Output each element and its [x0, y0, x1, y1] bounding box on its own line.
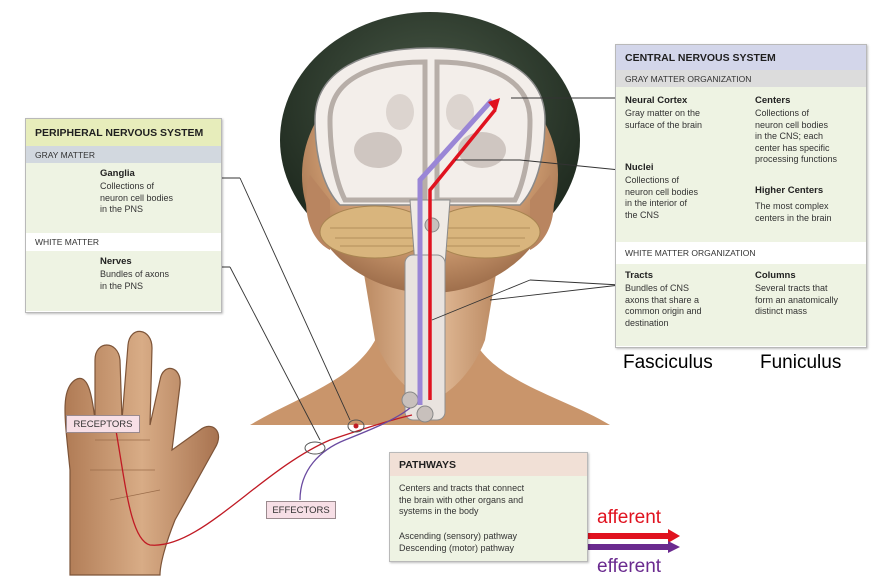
- columns-line: distinct mass: [755, 306, 808, 316]
- nuclei-line: the CNS: [625, 209, 660, 220]
- centers-title: Centers: [755, 95, 791, 106]
- ganglia-line: in the PNS: [100, 204, 144, 214]
- pathways-desc-line: the brain with other organs and: [399, 494, 524, 505]
- pns-panel: PERIPHERAL NERVOUS SYSTEM GRAY MATTER Ga…: [25, 118, 222, 313]
- cns-gray-label: GRAY MATTER ORGANIZATION: [616, 70, 866, 87]
- cns-white-section: Tracts Bundles of CNS axons that share a…: [616, 264, 866, 346]
- pns-gray-matter-label: GRAY MATTER: [26, 146, 221, 163]
- pathways-body: Centers and tracts that connect the brai…: [390, 476, 587, 561]
- cns-title: CENTRAL NERVOUS SYSTEM: [616, 45, 866, 70]
- columns-line: Several tracts that: [755, 283, 828, 293]
- ganglia-desc: Collections of neuron cell bodies in the…: [100, 181, 173, 216]
- centers-line: center has specific: [755, 142, 830, 153]
- fasciculus-label: Fasciculus: [623, 352, 713, 373]
- nuclei-line: in the interior of: [625, 198, 688, 208]
- descending-pathway-label: Descending (motor) pathway: [399, 543, 515, 553]
- ganglia-line: neuron cell bodies: [100, 192, 174, 203]
- efferent-pathway-line: [417, 98, 494, 405]
- tracts-line: Bundles of CNS: [625, 283, 690, 293]
- nerves-title: Nerves: [100, 256, 132, 267]
- cortex-desc: Gray matter on the surface of the brain: [625, 108, 702, 131]
- centers-line: Collections of: [755, 108, 810, 118]
- cortex-line: Gray matter on the: [625, 108, 701, 118]
- higher-centers-desc: The most complex centers in the brain: [755, 201, 832, 224]
- pns-white-matter-label: WHITE MATTER: [26, 233, 221, 251]
- funiculus-label: Funiculus: [760, 352, 842, 373]
- pns-title: PERIPHERAL NERVOUS SYSTEM: [26, 119, 221, 146]
- columns-desc: Several tracts that form an anatomically…: [755, 283, 838, 318]
- tracts-title: Tracts: [625, 270, 653, 281]
- cns-panel: CENTRAL NERVOUS SYSTEM GRAY MATTER ORGAN…: [615, 44, 867, 348]
- ascending-pathway-label: Ascending (sensory) pathway: [399, 531, 518, 541]
- afferent-pathway-line: [428, 108, 497, 400]
- centers-line: neuron cell bodies: [755, 119, 829, 130]
- nuclei-line: neuron cell bodies: [625, 186, 699, 197]
- efferent-label: efferent: [597, 556, 662, 577]
- columns-line: form an anatomically: [755, 294, 839, 305]
- pathways-desc: Centers and tracts that connect the brai…: [399, 483, 524, 518]
- nuclei-desc: Collections of neuron cell bodies in the…: [625, 175, 698, 221]
- tracts-line: axons that share a: [625, 294, 700, 305]
- tracts-desc: Bundles of CNS axons that share a common…: [625, 283, 702, 329]
- nuclei-title: Nuclei: [625, 162, 654, 173]
- higher-centers-line: centers in the brain: [755, 212, 832, 223]
- cortex-title: Neural Cortex: [625, 95, 688, 106]
- cortex-line: surface of the brain: [625, 119, 703, 130]
- brain-section: [314, 47, 546, 266]
- higher-centers-title: Higher Centers: [755, 185, 824, 196]
- cns-white-label: WHITE MATTER ORGANIZATION: [616, 242, 866, 264]
- nerves-desc: Bundles of axons in the PNS: [100, 269, 169, 292]
- tracts-line: destination: [625, 317, 669, 328]
- effectors-label: EFFECTORS: [266, 501, 336, 519]
- nuclei-line: Collections of: [625, 175, 680, 185]
- ganglia-title: Ganglia: [100, 168, 135, 179]
- higher-centers-line: The most complex: [755, 201, 829, 211]
- columns-title: Columns: [755, 270, 796, 281]
- pns-gray-section: Ganglia Collections of neuron cell bodie…: [26, 163, 221, 233]
- centers-line: in the CNS; each: [755, 131, 824, 141]
- centers-desc: Collections of neuron cell bodies in the…: [755, 108, 837, 166]
- receptors-label: RECEPTORS: [66, 415, 140, 433]
- tracts-line: common origin and: [625, 306, 702, 316]
- pathways-title: PATHWAYS: [390, 453, 587, 476]
- pathways-panel: PATHWAYS Centers and tracts that connect…: [389, 452, 588, 562]
- pathways-desc-line: Centers and tracts that connect: [399, 483, 525, 493]
- nerves-line: in the PNS: [100, 280, 144, 291]
- centers-line: processing functions: [755, 154, 838, 164]
- ganglia-line: Collections of: [100, 181, 155, 191]
- cns-gray-section: Neural Cortex Gray matter on the surface…: [616, 87, 866, 242]
- motor-nerve: [299, 407, 411, 501]
- afferent-label: afferent: [597, 507, 662, 528]
- nerves-line: Bundles of axons: [100, 269, 170, 279]
- pns-white-section: Nerves Bundles of axons in the PNS: [26, 251, 221, 311]
- pathways-desc-line: systems in the body: [399, 506, 479, 516]
